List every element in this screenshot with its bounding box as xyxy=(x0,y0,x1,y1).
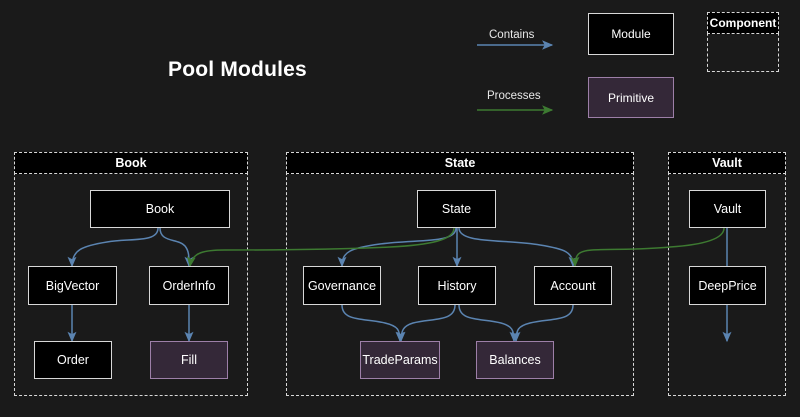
node-governance[interactable]: Governance xyxy=(303,266,381,305)
node-tradeparams[interactable]: TradeParams xyxy=(360,341,440,379)
legend-primitive-box: Primitive xyxy=(588,77,674,118)
container-vault-header: Vault xyxy=(668,152,786,174)
legend-module-label: Module xyxy=(611,27,651,41)
container-state-header: State xyxy=(286,152,634,174)
legend-processes-label: Processes xyxy=(487,90,541,102)
node-vault[interactable]: Vault xyxy=(689,190,766,228)
node-account-label: Account xyxy=(550,278,596,293)
node-balances[interactable]: Balances xyxy=(476,341,554,379)
node-history[interactable]: History xyxy=(418,266,496,305)
container-state-label: State xyxy=(444,156,476,170)
node-deepprice-label: DeepPrice xyxy=(698,278,757,293)
node-orderinfo[interactable]: OrderInfo xyxy=(149,266,229,305)
legend-component-label: Component xyxy=(709,16,777,30)
node-order[interactable]: Order xyxy=(34,341,112,379)
node-bigvector[interactable]: BigVector xyxy=(28,266,117,305)
node-book[interactable]: Book xyxy=(90,190,230,228)
page-title: Pool Modules xyxy=(168,58,307,81)
node-bigvector-label: BigVector xyxy=(45,278,100,293)
node-fill[interactable]: Fill xyxy=(150,341,228,379)
node-history-label: History xyxy=(437,278,477,293)
legend-contains-label: Contains xyxy=(489,29,535,41)
node-book-label: Book xyxy=(145,202,175,216)
legend-module-box: Module xyxy=(588,13,674,55)
container-vault-label: Vault xyxy=(712,156,742,170)
node-state[interactable]: State xyxy=(417,190,496,228)
node-balances-label: Balances xyxy=(489,353,541,367)
legend-component-header: Component xyxy=(707,12,779,34)
container-book-header: Book xyxy=(14,152,248,174)
legend-primitive-label: Primitive xyxy=(607,90,654,105)
node-orderinfo-label: OrderInfo xyxy=(162,278,216,293)
node-vault-label: Vault xyxy=(713,202,742,216)
node-governance-label: Governance xyxy=(307,278,377,293)
node-account[interactable]: Account xyxy=(534,266,612,305)
node-order-label: Order xyxy=(57,353,89,367)
node-state-label: State xyxy=(441,202,472,216)
container-book-label: Book xyxy=(115,156,147,170)
node-tradeparams-label: TradeParams xyxy=(362,353,438,367)
node-fill-label: Fill xyxy=(181,353,197,367)
node-deepprice[interactable]: DeepPrice xyxy=(689,266,766,305)
